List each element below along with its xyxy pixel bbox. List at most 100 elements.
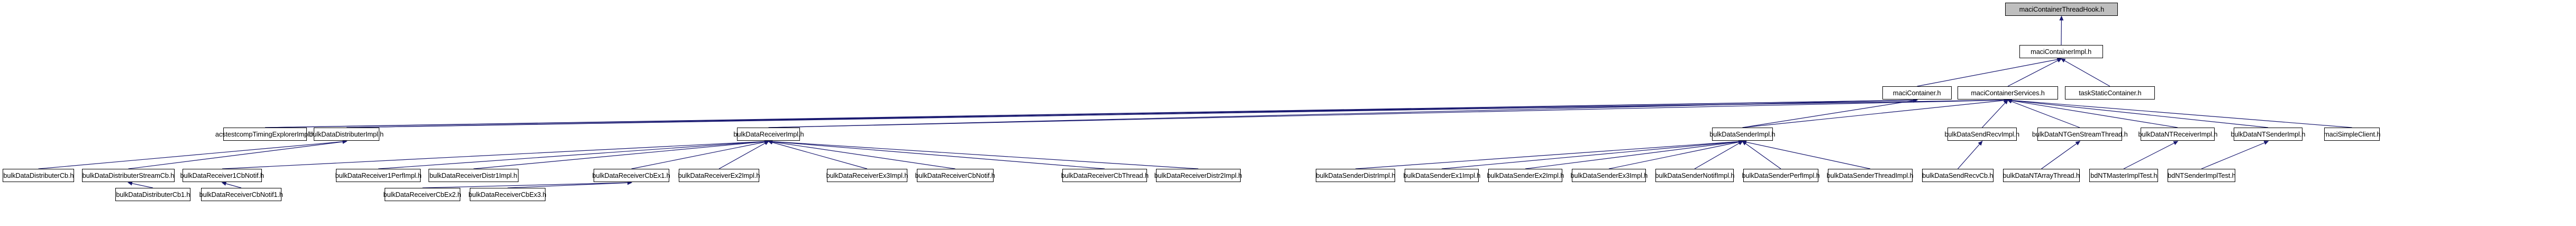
graph-edge — [2060, 58, 2110, 87]
graph-edge — [1355, 139, 1743, 169]
graph-edge — [2041, 141, 2081, 169]
graph-node-label: bulkDataReceiverEx2Impl.h — [678, 171, 760, 179]
graph-node-label: maciContainerServices.h — [1971, 89, 2045, 97]
graph-node-label: bulkDataNTReceiverImpl.h — [2138, 130, 2217, 138]
graph-edge — [1525, 139, 1743, 169]
graph-node[interactable]: bulkDataReceiverCbNotif.h — [915, 169, 996, 182]
graph-node[interactable]: bulkDataReceiver1CbNotif.h — [180, 169, 265, 182]
graph-node-label: bulkDataDistributerCb1.h — [116, 191, 190, 198]
graph-node[interactable]: bulkDataSenderEx3Impl.h — [1570, 169, 1647, 182]
graph-node[interactable]: bulkDataNTGenStreamThread.h — [2032, 128, 2127, 141]
graph-edge — [422, 180, 632, 188]
graph-edge — [221, 182, 242, 188]
graph-node[interactable]: bulkDataNTArrayThread.h — [2003, 169, 2080, 182]
graph-node-label: bulkDataSenderDistrImpl.h — [1316, 171, 1395, 179]
graph-node-label: acstestcompTimingExplorerImpl.h — [215, 130, 315, 138]
graph-edge — [1958, 140, 1983, 169]
graph-edge — [1441, 139, 1743, 169]
graph-edge — [1742, 98, 2009, 128]
graph-node-label: maciContainerImpl.h — [2031, 48, 2092, 56]
graph-node[interactable]: bulkDataDistributerImpl.h — [310, 128, 384, 141]
graph-edge — [265, 98, 2009, 128]
graph-node-label: bulkDataNTGenStreamThread.h — [2032, 130, 2128, 138]
graph-node[interactable]: bulkDataNTSenderImpl.h — [2231, 128, 2306, 141]
graph-node-label: bulkDataSenderEx2Impl.h — [1487, 171, 1564, 179]
graph-edge — [1608, 140, 1743, 169]
graph-node[interactable]: bdNTSenderImplTest.h — [2168, 169, 2235, 182]
graph-edge — [2007, 99, 2080, 128]
graph-edge — [1742, 98, 1918, 128]
graph-node[interactable]: bulkDataReceiverCbEx2.h — [383, 188, 462, 201]
graph-node-label: bulkDataSenderPerfImpl.h — [1742, 171, 1820, 179]
graph-node[interactable]: bulkDataSenderImpl.h — [1709, 128, 1776, 141]
graph-node[interactable]: bulkDataReceiver1PerfImpl.h — [335, 169, 422, 182]
graph-node[interactable]: bulkDataReceiverEx3Impl.h — [826, 169, 908, 182]
graph-edge — [346, 98, 2009, 128]
graph-node-label: bulkDataSenderEx3Impl.h — [1570, 171, 1647, 179]
graph-node[interactable]: bulkDataDistributerCb1.h — [115, 188, 190, 201]
graph-edge — [718, 141, 769, 169]
graph-node-label: bulkDataReceiverImpl.h — [733, 130, 804, 138]
graph-node[interactable]: bulkDataReceiverImpl.h — [733, 128, 804, 141]
graph-edge — [1694, 141, 1743, 169]
graph-node-label: bulkDataReceiverCbNotif1.h — [199, 191, 284, 198]
graph-node-label: bulkDataNTSenderImpl.h — [2231, 130, 2306, 138]
graph-node[interactable]: bulkDataSendRecvImpl.h — [1944, 128, 2020, 141]
graph-edge — [768, 140, 955, 169]
graph-node[interactable]: bulkDataNTReceiverImpl.h — [2138, 128, 2217, 141]
graph-node-label: bulkDataDistributerImpl.h — [309, 130, 384, 138]
graph-node-label: bulkDataSendRecvImpl.h — [1944, 130, 2020, 138]
graph-node[interactable]: bulkDataDistributerCb.h — [3, 169, 74, 182]
graph-node[interactable]: maciContainerImpl.h — [2019, 45, 2103, 58]
graph-node[interactable]: acstestcompTimingExplorerImpl.h — [215, 128, 315, 141]
graph-node[interactable]: maciSimpleClient.h — [2324, 128, 2380, 141]
graph-node[interactable]: bulkDataSendRecvCb.h — [1922, 169, 1994, 182]
graph-node[interactable]: bulkDataSenderEx1Impl.h — [1403, 169, 1480, 182]
graph-node[interactable]: bulkDataReceiverDistr1Impl.h — [429, 169, 518, 182]
graph-edge — [768, 140, 868, 169]
graph-edge — [2123, 141, 2179, 169]
graph-node[interactable]: bulkDataSenderEx2Impl.h — [1487, 169, 1564, 182]
graph-node[interactable]: maciContainerServices.h — [1958, 86, 2058, 100]
graph-node[interactable]: bulkDataReceiverCbNotif1.h — [199, 188, 284, 201]
graph-edge — [2007, 98, 2269, 128]
graph-edge — [473, 139, 769, 169]
graph-node-label: bdNTSenderImplTest.h — [2167, 171, 2236, 179]
graph-edge — [2007, 58, 2062, 87]
graph-edge — [768, 98, 1918, 128]
graph-node[interactable]: bulkDataSenderPerfImpl.h — [1742, 169, 1820, 182]
graph-node-label: bulkDataReceiverCbEx1.h — [592, 171, 671, 179]
graph-node[interactable]: bulkDataReceiverCbEx1.h — [592, 169, 671, 182]
graph-edge — [631, 140, 769, 169]
graph-edge — [128, 139, 348, 169]
graph-node[interactable]: bulkDataSenderDistrImpl.h — [1316, 169, 1395, 182]
graph-node-label: maciSimpleClient.h — [2323, 130, 2381, 138]
graph-node[interactable]: bulkDataReceiverEx2Impl.h — [678, 169, 760, 182]
graph-node[interactable]: bulkDataDistributerStreamCb.h — [82, 169, 175, 182]
graph-node[interactable]: bulkDataReceiverDistr2Impl.h — [1154, 169, 1242, 182]
graph-node[interactable]: bulkDataSenderThreadImpl.h — [1827, 169, 1914, 182]
graph-edge — [2007, 98, 2178, 128]
graph-edge — [1742, 140, 1871, 169]
graph-node[interactable]: bulkDataSenderNotifImpl.h — [1655, 169, 1734, 182]
graph-node-label: bulkDataReceiverEx3Impl.h — [826, 171, 908, 179]
graph-node-label: maciContainerThreadHook.h — [2019, 5, 2104, 13]
graph-node[interactable]: bulkDataReceiverCbEx3.h — [469, 188, 547, 201]
graph-node-label: maciContainer.h — [1893, 89, 1941, 97]
graph-node-label: bulkDataReceiverCbEx2.h — [383, 191, 462, 198]
graph-edge — [38, 139, 348, 169]
graph-node-label: bulkDataNTArrayThread.h — [2002, 171, 2080, 179]
graph-node-label: bulkDataReceiverCbThread.h — [1061, 171, 1149, 179]
graph-node-label: bulkDataSenderEx1Impl.h — [1403, 171, 1480, 179]
graph-node-label: bulkDataReceiverDistr2Impl.h — [1154, 171, 1242, 179]
graph-node[interactable]: maciContainerThreadHook.h — [2005, 3, 2118, 16]
graph-edge — [2007, 98, 2352, 128]
graph-node-label: bulkDataDistributerStreamCb.h — [82, 171, 175, 179]
graph-node[interactable]: bulkDataReceiverCbThread.h — [1061, 169, 1149, 182]
graph-node[interactable]: taskStaticContainer.h — [2065, 86, 2155, 100]
graph-node[interactable]: maciContainer.h — [1882, 86, 1952, 100]
graph-node-label: bulkDataReceiver1CbNotif.h — [180, 171, 265, 179]
graph-node-label: bulkDataSenderThreadImpl.h — [1827, 171, 1914, 179]
graph-node[interactable]: bdNTMasterImplTest.h — [2089, 169, 2158, 182]
graph-node-label: bulkDataReceiverCbNotif.h — [915, 171, 996, 179]
